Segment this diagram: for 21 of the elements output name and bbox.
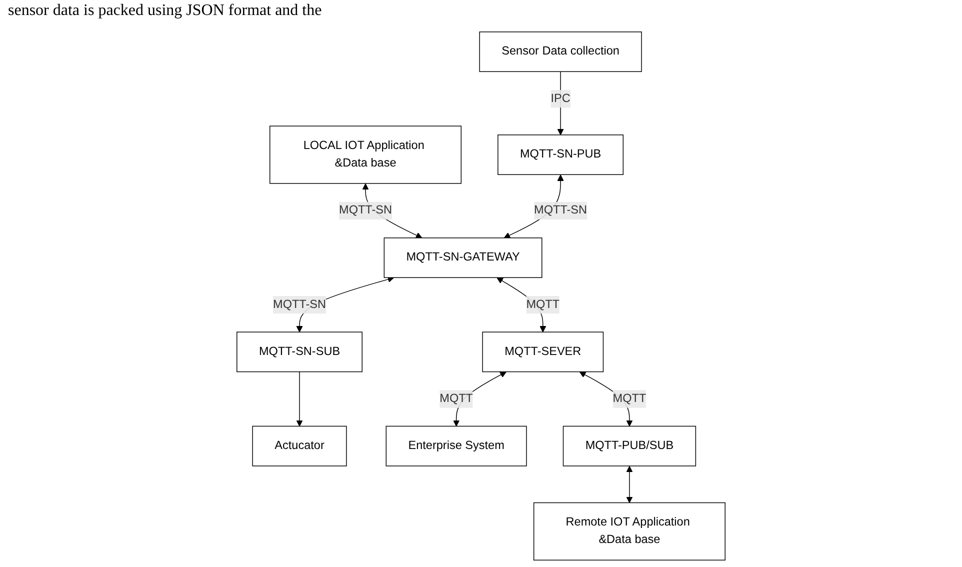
arrow <box>296 371 303 426</box>
node-box: MQTT-SN-GATEWAY <box>384 238 542 278</box>
node-box: Enterprise System <box>386 426 527 466</box>
arrow <box>557 71 564 136</box>
node-box: MQTT-SN-PUB <box>498 134 624 175</box>
edge-label: MQTT-SN <box>534 204 588 217</box>
note-text: sensor data is packed using JSON format and the <box>8 2 322 19</box>
arrow <box>626 466 633 504</box>
node-box: MQTT-PUB/SUB <box>562 426 696 466</box>
node-box: LOCAL IOT Application &Data base <box>270 126 462 184</box>
node-box: Remote IOT Application &Data base <box>533 502 726 560</box>
edge-label: IPC <box>550 92 570 105</box>
edge-label: MQTT-SN <box>273 298 326 311</box>
node-box: Actucator <box>252 426 347 466</box>
edge-label: MQTT-SN <box>339 204 392 217</box>
edge-label: MQTT <box>612 392 646 405</box>
node-box: MQTT-SEVER <box>482 332 604 372</box>
edge-label: MQTT <box>440 392 473 405</box>
node-box: Sensor Data collection <box>479 32 642 72</box>
edge-label: MQTT <box>526 298 560 311</box>
node-box: MQTT-SN-SUB <box>236 332 362 372</box>
